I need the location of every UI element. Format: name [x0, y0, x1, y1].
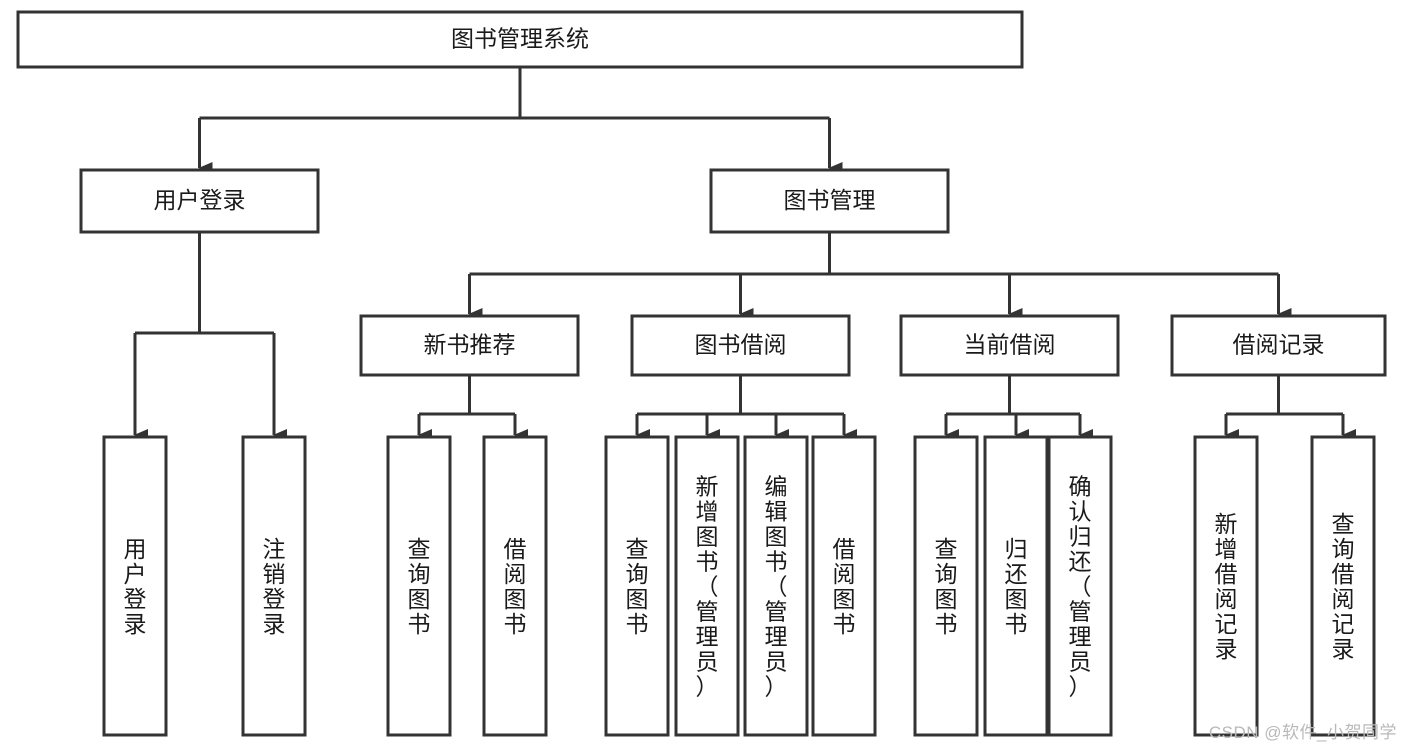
node-box	[1193, 435, 1259, 737]
node-box	[674, 435, 740, 737]
node-box	[604, 435, 670, 737]
node-layer: 图书管理系统用户登录图书管理新书推荐图书借阅当前借阅借阅记录用户登录注销登录查询…	[16, 10, 1387, 737]
node-level3-0[interactable]: 新书推荐	[359, 314, 580, 377]
node-leaf-4[interactable]: 查询图书	[604, 435, 670, 737]
node-label: 图书管理系统	[451, 26, 589, 52]
edge-layer	[133, 67, 1356, 441]
node-box	[482, 435, 548, 737]
node-box	[913, 435, 979, 737]
node-box	[359, 314, 580, 377]
node-leaf-12[interactable]: 查询借阅记录	[1310, 435, 1376, 737]
node-box	[630, 314, 851, 377]
node-level2-0[interactable]: 用户登录	[79, 168, 320, 234]
node-label: 查询图书	[626, 536, 649, 637]
node-level2-1[interactable]: 图书管理	[709, 168, 950, 234]
node-label: 查询借阅记录	[1332, 511, 1355, 662]
node-label: 新增图书（管理员）	[696, 474, 719, 700]
node-label: 归还图书	[1005, 536, 1028, 637]
node-label: 新增借阅记录	[1215, 511, 1238, 662]
node-level3-3[interactable]: 借阅记录	[1170, 314, 1387, 377]
node-box	[1310, 435, 1376, 737]
node-box	[102, 435, 168, 737]
node-box	[743, 435, 809, 737]
node-label: 图书管理	[784, 187, 876, 213]
node-label: 新书推荐	[424, 332, 516, 358]
node-box	[386, 435, 452, 737]
node-leaf-7[interactable]: 借阅图书	[811, 435, 877, 737]
node-box	[79, 168, 320, 234]
node-label: 编辑图书（管理员）	[765, 474, 788, 700]
node-leaf-0[interactable]: 用户登录	[102, 435, 168, 737]
node-root-0[interactable]: 图书管理系统	[16, 10, 1024, 69]
node-label: 借阅记录	[1233, 332, 1325, 358]
node-label: 查询图书	[935, 536, 958, 637]
node-label: 图书借阅	[695, 332, 787, 358]
node-label: 查询图书	[408, 536, 431, 637]
node-box	[16, 10, 1024, 69]
node-leaf-6[interactable]: 编辑图书（管理员）	[743, 435, 809, 737]
node-label: 确认归还（管理员）	[1069, 474, 1092, 700]
node-leaf-1[interactable]: 注销登录	[241, 435, 307, 737]
node-leaf-11[interactable]: 新增借阅记录	[1193, 435, 1259, 737]
node-leaf-5[interactable]: 新增图书（管理员）	[674, 435, 740, 737]
node-label: 当前借阅	[964, 332, 1056, 358]
node-box	[1047, 435, 1113, 737]
node-box	[899, 314, 1120, 377]
node-leaf-9[interactable]: 归还图书	[983, 435, 1049, 737]
node-label: 用户登录	[154, 187, 246, 213]
node-level3-2[interactable]: 当前借阅	[899, 314, 1120, 377]
node-leaf-3[interactable]: 借阅图书	[482, 435, 548, 737]
node-leaf-10[interactable]: 确认归还（管理员）	[1047, 435, 1113, 737]
node-box	[1170, 314, 1387, 377]
node-box	[811, 435, 877, 737]
node-box	[241, 435, 307, 737]
node-label: 注销登录	[263, 536, 286, 637]
node-label: 借阅图书	[833, 536, 856, 637]
node-leaf-8[interactable]: 查询图书	[913, 435, 979, 737]
node-box	[709, 168, 950, 234]
node-label: 借阅图书	[504, 536, 527, 637]
node-level3-1[interactable]: 图书借阅	[630, 314, 851, 377]
node-leaf-2[interactable]: 查询图书	[386, 435, 452, 737]
node-label: 用户登录	[124, 536, 147, 637]
node-box	[983, 435, 1049, 737]
